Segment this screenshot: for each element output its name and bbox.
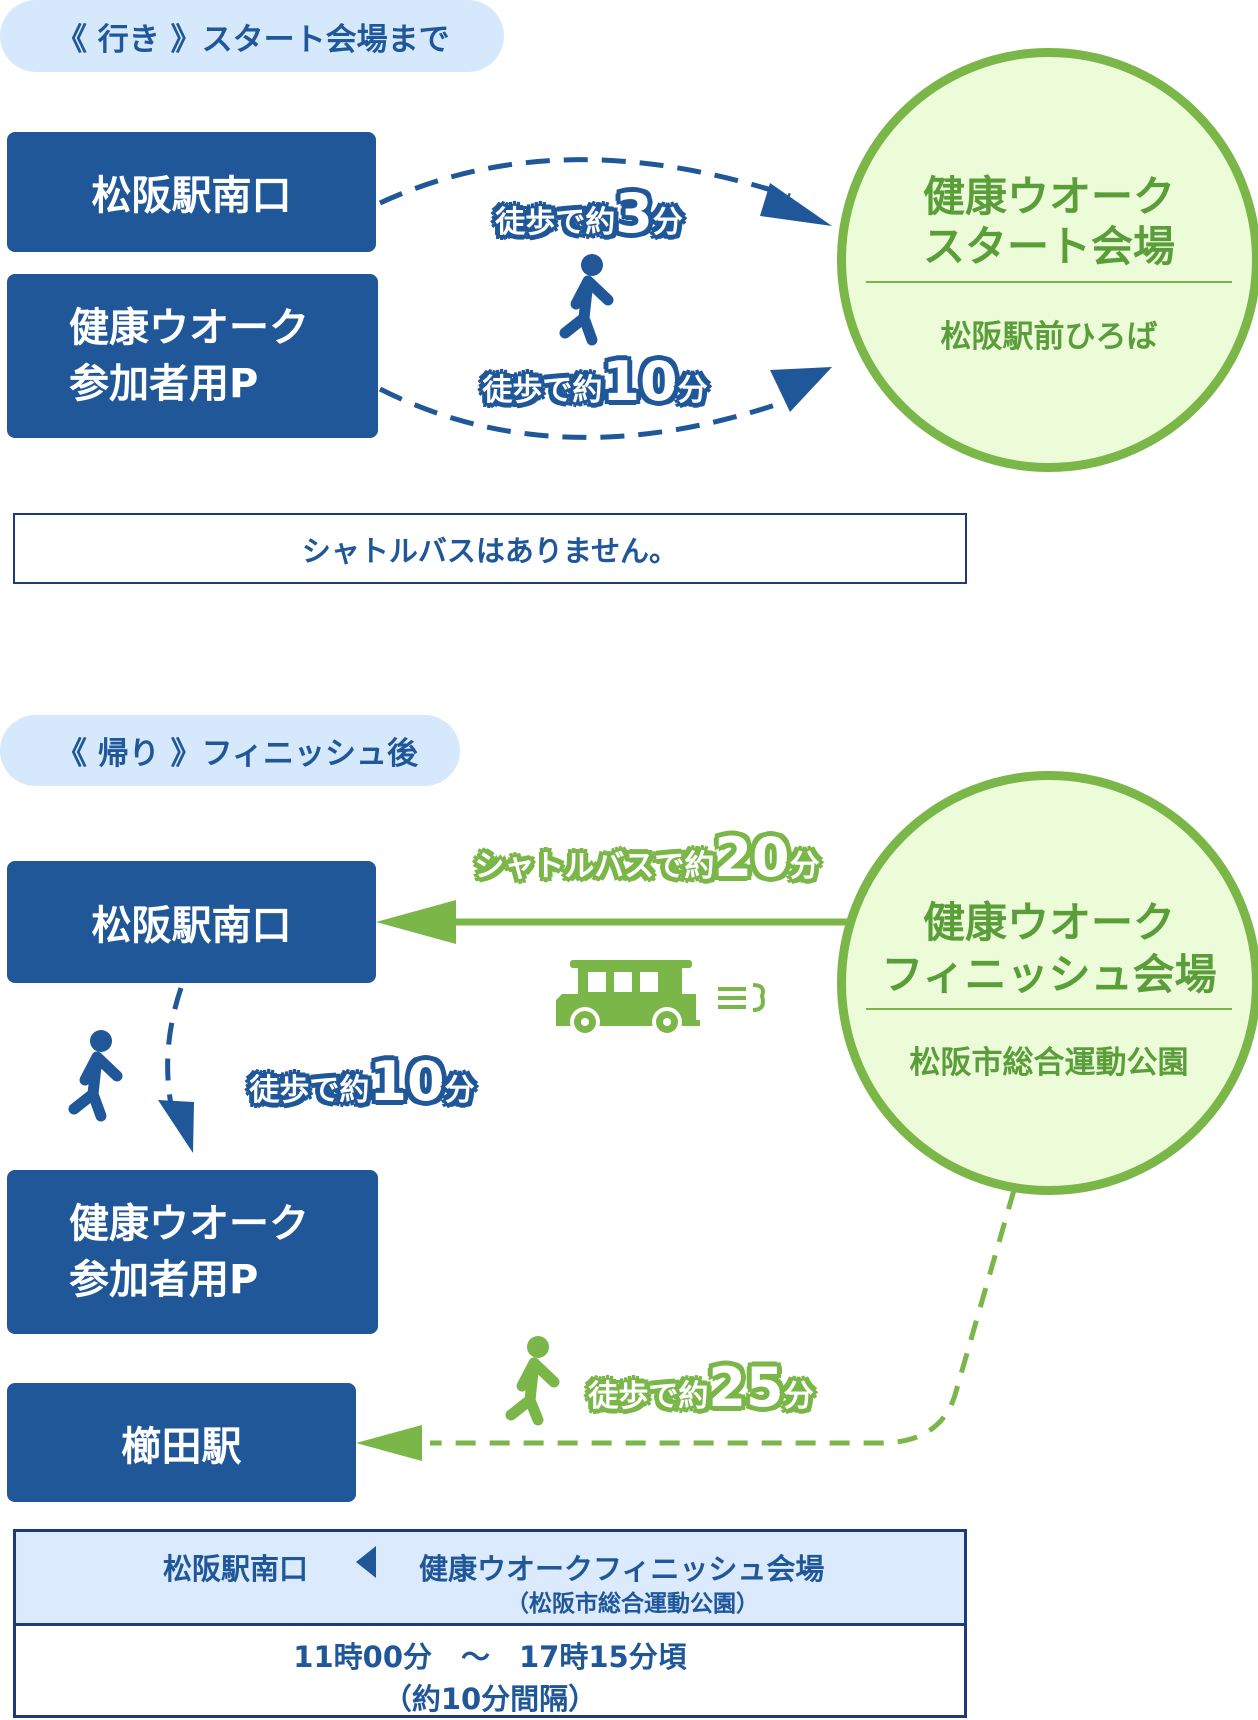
origin-parking: 健康ウオーク 参加者用P — [7, 274, 378, 438]
left-arrow-icon — [356, 1546, 376, 1578]
walk-route-upper — [378, 157, 791, 206]
dest-parking: 健康ウオーク 参加者用P — [7, 1170, 378, 1334]
schedule-body: 11時00分 ～ 17時15分頃 （約10分間隔） — [16, 1626, 964, 1720]
outbound-heading: 《 行き 》スタート会場まで — [0, 0, 504, 72]
arrowhead-lower — [770, 367, 832, 412]
walking-person-icon — [68, 1030, 123, 1122]
schedule-hours: 11時00分 ～ 17時15分頃 — [293, 1640, 687, 1674]
divider — [866, 281, 1232, 283]
shuttle-schedule-table: 松阪駅南口 健康ウオークフィニッシュ会場 （松阪市総合運動公園） 11時00分 … — [13, 1529, 967, 1718]
divider — [866, 1008, 1232, 1010]
bus-icon — [556, 960, 700, 1037]
schedule-interval: （約10分間隔） — [382, 1682, 598, 1716]
walking-person-icon — [505, 1336, 560, 1426]
walking-person-icon — [559, 254, 614, 346]
arrowhead-parking — [158, 1100, 194, 1153]
schedule-header: 松阪駅南口 健康ウオークフィニッシュ会場 （松阪市総合運動公園） — [16, 1532, 964, 1626]
dest-parking-line1: 健康ウオーク — [69, 1201, 309, 1247]
dest-matsusaka-south: 松阪駅南口 — [7, 861, 376, 983]
start-venue-circle: 健康ウオーク スタート会場 松阪駅前ひろば — [837, 48, 1258, 472]
start-venue-title-2: スタート会場 — [922, 222, 1175, 271]
arrowhead-kushida — [356, 1425, 422, 1461]
walk-parking-label: 徒歩で約10分 — [249, 1050, 475, 1113]
walk-3min-label: 徒歩で約3分 — [495, 182, 683, 245]
start-venue-title-1: 健康ウオーク — [922, 172, 1175, 221]
return-heading: 《 帰り 》フィニッシュ後 — [0, 715, 460, 786]
walk-route-kushida — [430, 1189, 1017, 1446]
schedule-to-sub: （松阪市総合運動公園） — [506, 1591, 759, 1617]
finish-venue-place: 松阪市総合運動公園 — [909, 1045, 1189, 1081]
origin-parking-line1: 健康ウオーク — [69, 305, 309, 351]
dest-kushida: 櫛田駅 — [7, 1383, 356, 1502]
bus-route-arrowhead — [376, 900, 456, 944]
walk-kushida-label: 徒歩で約25分 — [588, 1356, 814, 1419]
dest-parking-line2: 参加者用P — [69, 1257, 259, 1303]
finish-venue-title-2: フィニッシュ会場 — [881, 950, 1217, 999]
finish-venue-title-1: 健康ウオーク — [922, 898, 1175, 947]
walk-10min-label: 徒歩で約10分 — [482, 350, 708, 413]
origin-parking-line2: 参加者用P — [69, 361, 259, 407]
walk-route-lower — [378, 386, 791, 440]
arrowhead-upper — [760, 183, 832, 226]
origin-matsusaka-south: 松阪駅南口 — [7, 132, 376, 252]
start-venue-place: 松阪駅前ひろば — [940, 319, 1158, 355]
bus-20min-label: シャトルバスで約20分 — [474, 826, 820, 889]
walk-route-parking — [165, 987, 184, 1111]
no-shuttle-note: シャトルバスはありません。 — [13, 513, 967, 584]
speed-lines-icon — [718, 983, 765, 1012]
finish-venue-circle: 健康ウオーク フィニッシュ会場 松阪市総合運動公園 — [837, 771, 1258, 1195]
schedule-from: 松阪駅南口 — [163, 1552, 309, 1586]
schedule-to: 健康ウオークフィニッシュ会場 — [419, 1552, 825, 1586]
